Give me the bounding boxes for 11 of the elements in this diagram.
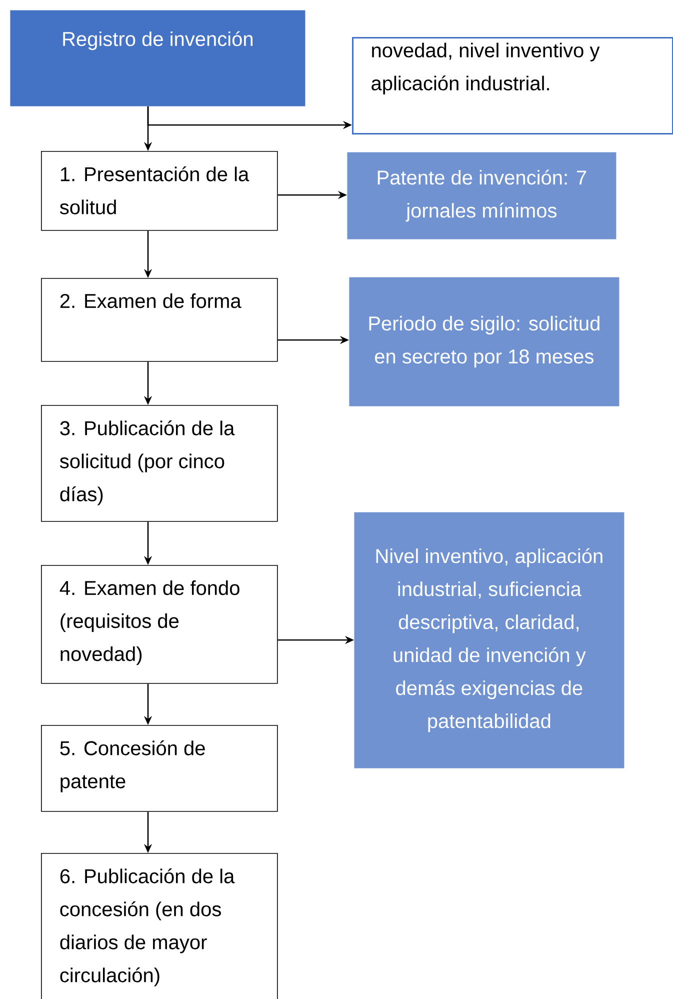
note-box: Patente de invención: 7 jornales mínimos	[347, 152, 616, 240]
step-box: 6. Publicación de la concesión (en dos diarios de mayor circulación)	[41, 853, 278, 999]
start-box: Registro de invención	[10, 10, 306, 106]
note-box: novedad, nivel inventivo y aplicación industrial.	[352, 37, 673, 134]
step-box: 1. Presentación de la solitud	[41, 151, 278, 231]
note-box: Periodo de sigilo: solicitud en secreto por 18 meses	[349, 277, 620, 406]
step-box: 4. Examen de fondo (requisitos de novedad)	[41, 565, 278, 684]
step-box: 2. Examen de forma	[41, 278, 278, 362]
step-box: 3. Publicación de la solicitud (por cinco días)	[41, 405, 278, 522]
note-box: Nivel inventivo, aplicación industrial, suficiencia descriptiva, claridad, unidad de invención y demás exigencias de patentabilidad	[354, 512, 624, 768]
step-box: 5. Concesión de patente	[41, 725, 278, 812]
